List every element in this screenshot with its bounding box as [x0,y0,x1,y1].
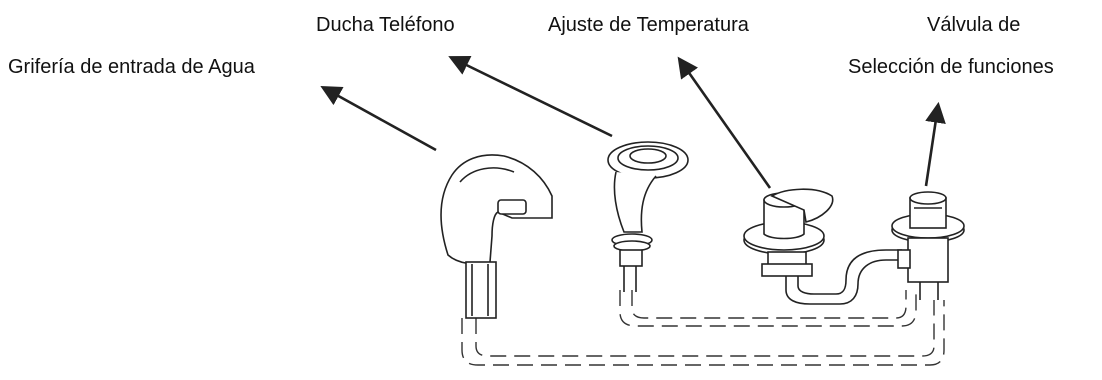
hand-shower [607,141,689,292]
hidden-pipes [461,290,945,366]
arrow-valve [924,101,946,187]
arrow-inlet [320,85,437,152]
function-valve [891,191,965,300]
inlet-faucet [440,154,553,319]
temperature-mixer [743,188,834,277]
label-valve-line2: Selección de funciones [848,56,1054,78]
leader-arrows [320,55,946,189]
label-temperature-adjust: Ajuste de Temperatura [548,14,749,36]
label-hand-shower: Ducha Teléfono [316,14,455,36]
arrow-temperature [677,56,772,189]
arrow-shower [448,55,613,138]
label-valve-line1: Válvula de [927,14,1021,36]
connecting-hose [785,249,902,305]
label-water-inlet: Grifería de entrada de Agua [8,56,255,78]
